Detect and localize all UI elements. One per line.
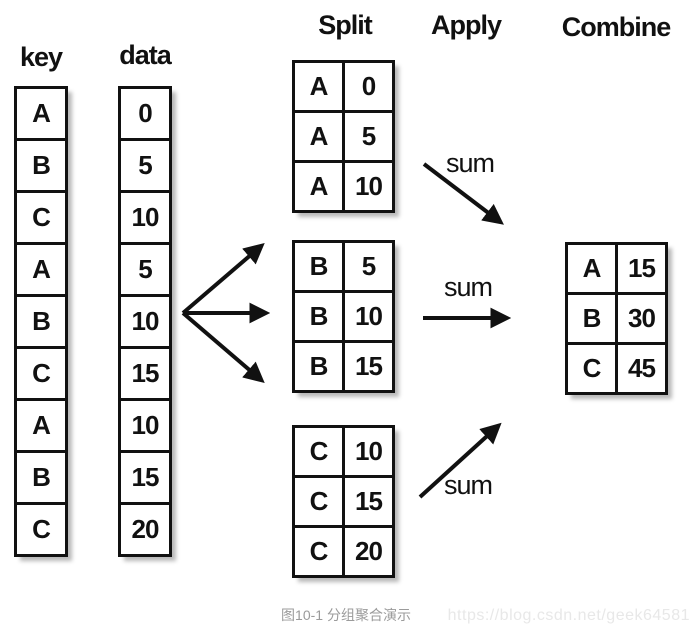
sum-label-group-c: sum	[444, 470, 493, 500]
table-row: C 45	[565, 342, 668, 395]
table-row: 15	[118, 346, 172, 401]
data-cell: 10	[118, 398, 172, 453]
table-row: C	[14, 502, 68, 557]
table-row: B	[14, 138, 68, 193]
value-cell: 10	[342, 160, 395, 213]
value-cell: 5	[342, 240, 395, 293]
table-row: B 30	[565, 292, 668, 345]
key-column-header: key	[19, 42, 63, 72]
table-row: C 15	[292, 475, 395, 528]
value-cell: 30	[615, 292, 668, 345]
sum-label-group-a: sum	[446, 148, 495, 178]
key-cell: C	[292, 425, 345, 478]
key-cell: B	[14, 138, 68, 193]
key-cell: A	[292, 60, 345, 113]
split-arrow-to-group-c	[181, 311, 265, 384]
value-cell: 0	[342, 60, 395, 113]
key-cell: B	[292, 340, 345, 393]
split-table-group-a: A 0 A 5 A 10	[292, 60, 395, 213]
data-table: 0 5 10 5 10 15 10 15 20	[118, 86, 172, 557]
figure-caption: 图10-1 分组聚合演示	[281, 607, 411, 623]
table-row: A 10	[292, 160, 395, 213]
value-cell: 5	[342, 110, 395, 163]
table-row: B 15	[292, 340, 395, 393]
value-cell: 10	[342, 290, 395, 343]
key-cell: B	[565, 292, 618, 345]
key-cell: A	[14, 398, 68, 453]
key-cell: B	[14, 450, 68, 505]
data-cell: 20	[118, 502, 172, 557]
split-table-group-c: C 10 C 15 C 20	[292, 425, 395, 578]
key-cell: B	[292, 290, 345, 343]
table-row: C 20	[292, 525, 395, 578]
key-cell: B	[292, 240, 345, 293]
value-cell: 15	[342, 475, 395, 528]
key-cell: C	[292, 475, 345, 528]
split-arrow-to-group-a	[181, 242, 265, 315]
data-cell: 15	[118, 450, 172, 505]
table-row: B	[14, 294, 68, 349]
key-cell: A	[14, 86, 68, 141]
table-row: A 5	[292, 110, 395, 163]
key-cell: C	[14, 190, 68, 245]
key-cell: C	[14, 502, 68, 557]
table-row: 10	[118, 398, 172, 453]
apply-arrow-group-a	[422, 162, 504, 225]
split-section-header: Split	[318, 10, 373, 40]
table-row: C 10	[292, 425, 395, 478]
key-cell: A	[565, 242, 618, 295]
key-cell: A	[292, 110, 345, 163]
table-row: B 5	[292, 240, 395, 293]
combine-table: A 15 B 30 C 45	[565, 242, 668, 395]
table-row: 10	[118, 294, 172, 349]
table-row: A 0	[292, 60, 395, 113]
apply-section-header: Apply	[430, 10, 502, 40]
table-row: 5	[118, 138, 172, 193]
key-cell: B	[14, 294, 68, 349]
table-row: 20	[118, 502, 172, 557]
split-table-group-b: B 5 B 10 B 15	[292, 240, 395, 393]
table-row: C	[14, 346, 68, 401]
key-cell: C	[14, 346, 68, 401]
value-cell: 10	[342, 425, 395, 478]
apply-arrow-group-c	[418, 422, 502, 499]
table-row: B	[14, 450, 68, 505]
value-cell: 15	[615, 242, 668, 295]
table-row: C	[14, 190, 68, 245]
value-cell: 45	[615, 342, 668, 395]
data-cell: 15	[118, 346, 172, 401]
key-cell: A	[292, 160, 345, 213]
watermark-text: https://blog.csdn.net/geek64581	[447, 607, 690, 624]
table-row: B 10	[292, 290, 395, 343]
table-row: 0	[118, 86, 172, 141]
value-cell: 15	[342, 340, 395, 393]
table-row: 10	[118, 190, 172, 245]
data-cell: 10	[118, 294, 172, 349]
key-cell: C	[565, 342, 618, 395]
table-row: A	[14, 398, 68, 453]
data-column-header: data	[119, 40, 172, 70]
data-cell: 10	[118, 190, 172, 245]
table-row: A 15	[565, 242, 668, 295]
table-row: 5	[118, 242, 172, 297]
table-row: A	[14, 242, 68, 297]
value-cell: 20	[342, 525, 395, 578]
data-cell: 0	[118, 86, 172, 141]
key-table: A B C A B C A B C	[14, 86, 68, 557]
sum-label-group-b: sum	[444, 272, 493, 302]
combine-section-header: Combine	[561, 12, 672, 42]
key-cell: A	[14, 242, 68, 297]
data-cell: 5	[118, 138, 172, 193]
table-row: 15	[118, 450, 172, 505]
table-row: A	[14, 86, 68, 141]
data-cell: 5	[118, 242, 172, 297]
key-cell: C	[292, 525, 345, 578]
